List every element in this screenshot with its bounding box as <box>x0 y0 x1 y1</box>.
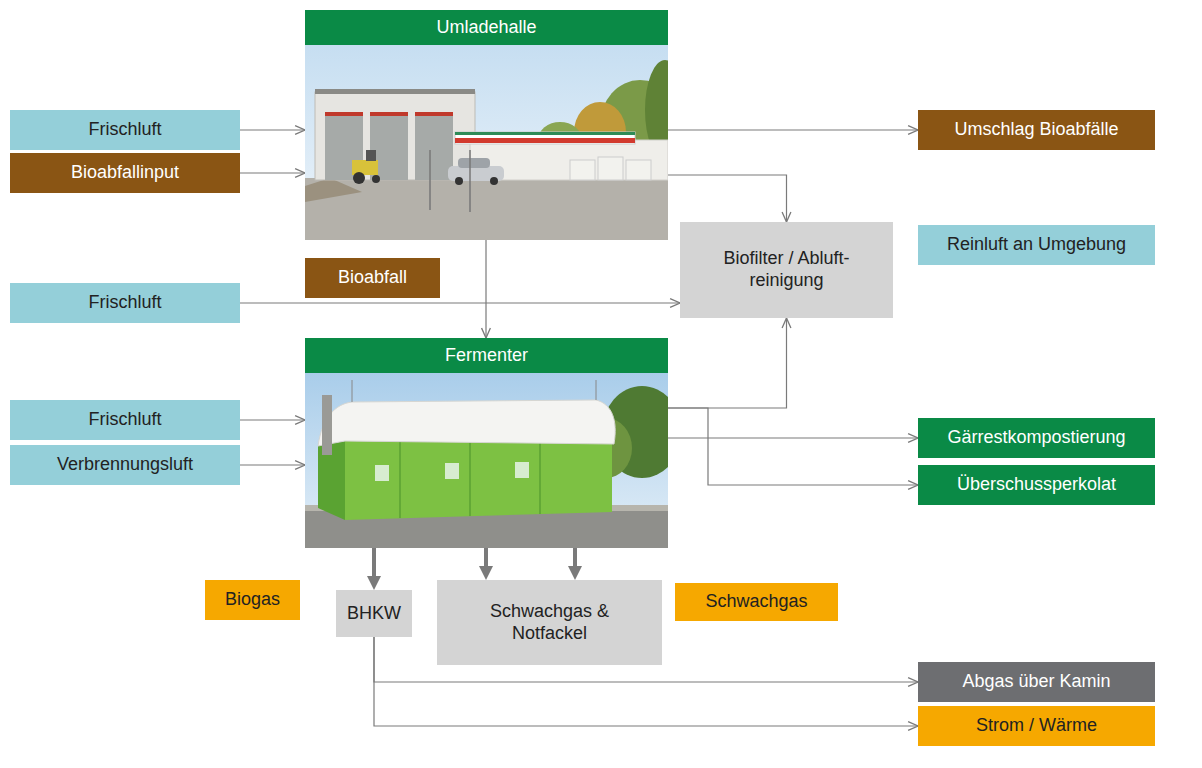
box-label: Strom / Wärme <box>976 715 1097 737</box>
panel-heading: Umladehalle <box>305 10 668 45</box>
transfer-hall-photo <box>305 45 668 240</box>
flow-arrow <box>485 240 486 338</box>
box-label: Verbrennungsluft <box>57 454 193 476</box>
fermenter-photo <box>469 442 471 516</box>
transfer-hall-photo <box>455 132 635 144</box>
gas-flow-arrow <box>484 548 488 566</box>
box-label: Schwachgas & Notfackel <box>473 601 626 645</box>
transfer-hall-photo <box>315 89 475 94</box>
transfer-hall-photo <box>598 157 623 180</box>
flow-arrow <box>240 464 305 465</box>
output-box: Umschlag Bioabfälle <box>918 110 1155 150</box>
transfer-hall-photo <box>429 150 431 210</box>
panel-heading: Fermenter <box>305 338 668 373</box>
gas-flow-arrow <box>573 548 577 566</box>
flow-arrow <box>240 129 305 130</box>
air-input-box: Frischluft <box>10 110 240 150</box>
fermenter-photo <box>322 395 332 455</box>
output-box: Überschussperkolat <box>918 465 1155 505</box>
flow-arrow <box>668 175 787 222</box>
transfer-hall-photo <box>305 178 362 202</box>
box-label: Frischluft <box>88 292 161 314</box>
box-label: Bioabfallinput <box>71 162 179 184</box>
air-input-box: Frischluft <box>10 283 240 323</box>
transfer-hall-photo <box>455 138 635 143</box>
box-label: Schwachgas <box>705 591 807 613</box>
fermenter-photo <box>305 373 668 548</box>
box-label: Überschussperkolat <box>957 474 1116 496</box>
transfer-hall-photo <box>570 160 595 180</box>
gas-flow-arrow <box>372 548 376 576</box>
box-label: Biofilter / Abluft- reinigung <box>694 248 879 292</box>
output-box: Reinluft an Umgebung <box>918 225 1155 265</box>
flow-arrow <box>668 408 918 485</box>
fermenter-photo <box>399 442 401 518</box>
box-label: Frischluft <box>88 409 161 431</box>
box-label: Abgas über Kamin <box>962 671 1110 693</box>
transfer-hall-photo <box>370 112 408 116</box>
air-input-box: Verbrennungsluft <box>10 445 240 485</box>
box-label: Gärrestkompostierung <box>947 427 1125 449</box>
chp-unit-box: BHKW <box>336 590 412 637</box>
box-label: Bioabfall <box>338 267 407 289</box>
hall-photo-panel: Umladehalle <box>305 10 668 240</box>
transfer-hall-photo <box>305 45 668 240</box>
box-label: Biogas <box>225 589 280 611</box>
transfer-hall-photo <box>455 177 463 185</box>
fermenter-photo <box>539 443 541 514</box>
flow-arrow <box>240 419 305 420</box>
fermenter-photo <box>445 463 459 479</box>
transfer-hall-photo <box>415 116 453 180</box>
transfer-hall-photo <box>469 150 471 212</box>
transfer-hall-photo <box>366 150 376 161</box>
fermenter-photo-panel: Fermenter <box>305 338 668 548</box>
output-box: Abgas über Kamin <box>918 662 1155 702</box>
flare-box: Schwachgas & Notfackel <box>437 580 662 665</box>
gas-tag: Biogas <box>205 580 300 620</box>
fermenter-photo <box>375 465 389 481</box>
waste-input-box: Bioabfallinput <box>10 153 240 193</box>
transfer-hall-photo <box>626 160 651 180</box>
flow-arrow <box>668 437 918 438</box>
transfer-hall-photo <box>325 112 363 116</box>
biofilter-box: Biofilter / Abluft- reinigung <box>680 222 893 318</box>
transfer-hall-photo <box>353 172 365 184</box>
fermenter-photo <box>305 373 668 548</box>
fermenter-photo <box>345 441 612 520</box>
box-label: BHKW <box>347 603 401 625</box>
fermenter-photo <box>318 400 615 446</box>
box-label: Umschlag Bioabfälle <box>954 119 1118 141</box>
transfer-hall-photo <box>490 177 498 185</box>
output-box: Gärrestkompostierung <box>918 418 1155 458</box>
air-input-box: Frischluft <box>10 400 240 440</box>
fermenter-photo <box>515 462 529 478</box>
flow-arrow <box>240 172 305 173</box>
flow-arrow <box>668 129 918 130</box>
box-label: Reinluft an Umgebung <box>947 234 1126 256</box>
transfer-hall-photo <box>458 158 490 168</box>
transfer-hall-photo <box>305 178 668 240</box>
fermenter-photo <box>352 380 353 402</box>
fermenter-photo <box>596 380 597 400</box>
gas-tag: Schwachgas <box>675 583 838 621</box>
transfer-hall-photo <box>372 175 380 183</box>
transfer-hall-photo <box>415 112 453 116</box>
transfer-hall-photo <box>352 160 378 175</box>
flow-arrow <box>668 318 787 408</box>
flow-arrow <box>240 302 680 303</box>
output-box: Strom / Wärme <box>918 706 1155 746</box>
material-tag: Bioabfall <box>305 258 440 298</box>
box-label: Frischluft <box>88 119 161 141</box>
transfer-hall-photo <box>455 132 635 135</box>
